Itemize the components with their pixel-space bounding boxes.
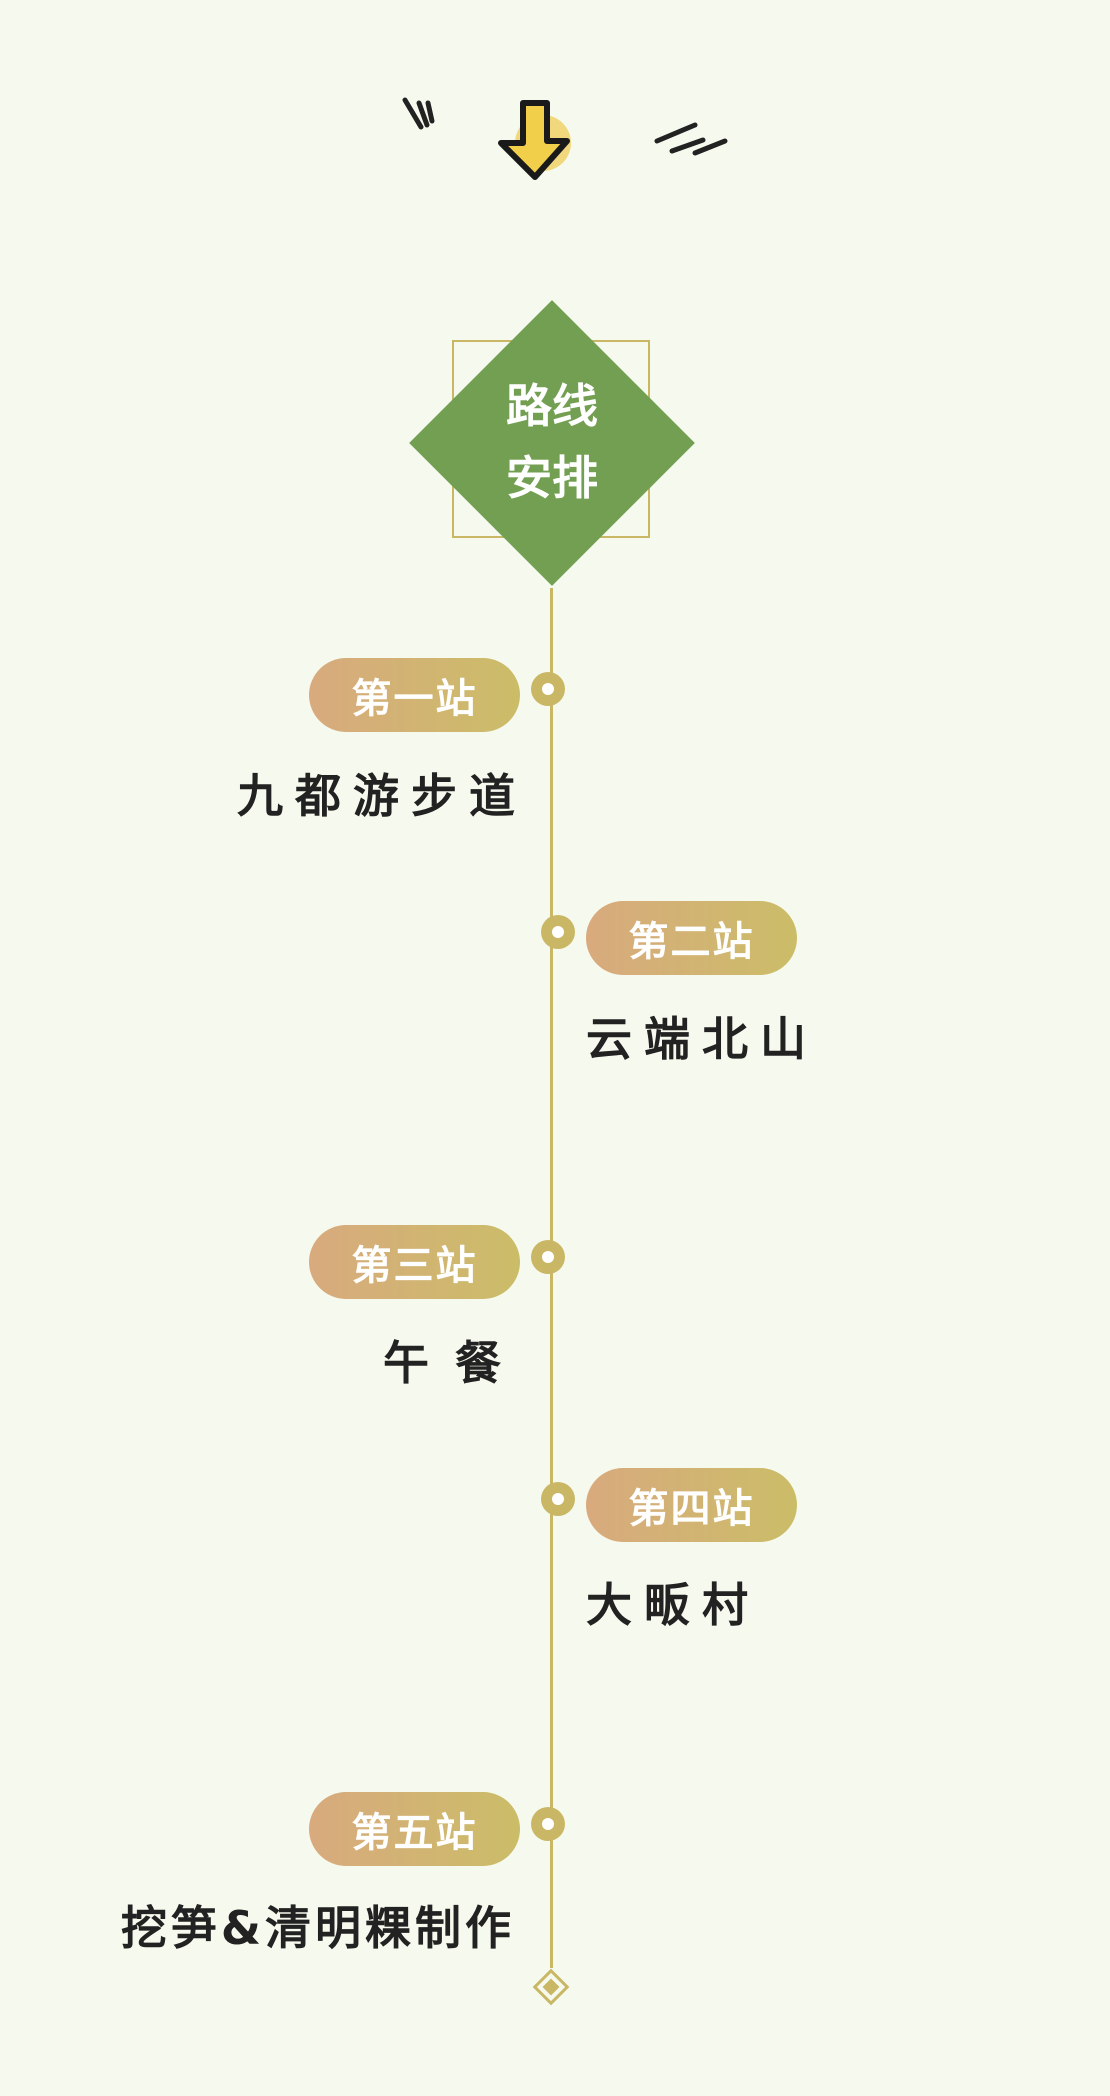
station-5-dot: [531, 1807, 565, 1841]
station-4-name: 大畈村: [586, 1578, 760, 1632]
diamond-icon: [532, 1968, 570, 2006]
route-title: 路线 安排: [452, 370, 652, 514]
station-2-badge: 第二站: [586, 901, 797, 975]
station-3-name: 午餐: [383, 1336, 527, 1390]
station-4-badge: 第四站: [586, 1468, 797, 1542]
title-line-1: 路线: [506, 379, 598, 433]
station-1-dot: [531, 672, 565, 706]
station-4-dot: [541, 1482, 575, 1516]
station-2-name: 云端北山: [586, 1012, 818, 1066]
station-5-badge: 第五站: [309, 1792, 520, 1866]
down-arrow-icon: [402, 97, 728, 180]
station-1-name: 九都游步道: [237, 769, 527, 823]
station-3-dot: [531, 1240, 565, 1274]
title-line-2: 安排: [506, 451, 598, 505]
timeline-line: [550, 588, 553, 1968]
station-1-badge: 第一站: [309, 658, 520, 732]
station-5-name: 挖笋&清明粿制作: [120, 1901, 515, 1955]
station-3-badge: 第三站: [309, 1225, 520, 1299]
station-2-dot: [541, 915, 575, 949]
